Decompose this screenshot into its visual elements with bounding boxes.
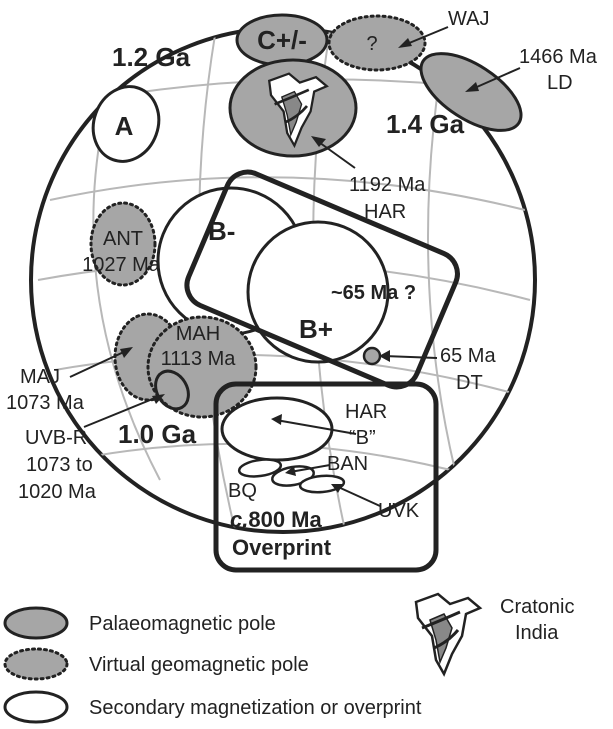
overprint-b-plus bbox=[246, 220, 390, 364]
label-mah: MAH bbox=[176, 323, 220, 345]
arrowhead-ban bbox=[285, 466, 296, 476]
arrow-dt bbox=[383, 355, 438, 359]
arrow-b bbox=[275, 419, 357, 435]
overprint-bq bbox=[237, 458, 283, 478]
label-c-800-ma: c.800 Ma bbox=[230, 507, 323, 532]
arrowhead-waj bbox=[398, 38, 412, 48]
legend-cratonic: Cratonic bbox=[500, 596, 574, 618]
label-uvb-r-age-1: 1073 to bbox=[26, 454, 93, 476]
label-a: A bbox=[115, 111, 134, 141]
arrow-maj bbox=[69, 349, 129, 378]
label-har-overprint: HAR bbox=[345, 401, 387, 423]
label-har-age: 1192 Ma bbox=[349, 174, 426, 196]
legend-india: India bbox=[515, 622, 559, 644]
legend: Palaeomagnetic pole Virtual geomagnetic … bbox=[3, 592, 574, 724]
label-ant: ANT bbox=[103, 228, 143, 250]
label-maj: MAJ bbox=[20, 366, 60, 388]
overprint-a bbox=[91, 85, 161, 163]
label-c-plus-minus: C+/- bbox=[257, 25, 307, 55]
label-question-mark: ? bbox=[366, 33, 377, 55]
vgp-waj bbox=[327, 14, 427, 72]
legend-palaeomagnetic-pole: Palaeomagnetic pole bbox=[89, 613, 276, 635]
label-har: HAR bbox=[364, 201, 406, 223]
legend-virtual-geomagnetic-pole: Virtual geomagnetic pole bbox=[89, 654, 309, 676]
label-mah-age: 1113 Ma bbox=[161, 348, 237, 370]
overprint-uvk bbox=[298, 474, 346, 494]
arrow-uvb-r bbox=[83, 395, 161, 428]
label-ant-age: 1027 Ma bbox=[82, 254, 161, 276]
box-65-ma bbox=[184, 169, 460, 390]
legend-swatch-virtual bbox=[3, 647, 69, 681]
label-b-plus: B+ bbox=[299, 314, 333, 344]
arrow-har bbox=[315, 139, 356, 169]
india-map-icon bbox=[267, 72, 329, 149]
label-dt-age: 65 Ma bbox=[440, 345, 496, 367]
label-waj: WAJ bbox=[448, 8, 489, 30]
label-1-2-ga: 1.2 Ga bbox=[112, 42, 191, 72]
vgp-mah bbox=[146, 315, 258, 419]
arrowhead-ld bbox=[465, 82, 479, 92]
label-b-quoted: “B” bbox=[349, 427, 376, 449]
pole-ld bbox=[419, 52, 523, 132]
label-dt: DT bbox=[456, 372, 483, 394]
label-uvb-r-age-2: 1020 Ma bbox=[18, 481, 97, 503]
label-ban: BAN bbox=[327, 453, 368, 475]
arrow-ld bbox=[469, 67, 521, 91]
pole-dt bbox=[362, 346, 382, 366]
label-1-0-ga: 1.0 Ga bbox=[118, 419, 197, 449]
label-1-4-ga: 1.4 Ga bbox=[386, 109, 465, 139]
arrowhead-uvb-r bbox=[152, 394, 165, 404]
label-bq: BQ bbox=[228, 480, 257, 502]
label-maj-age: 1073 Ma bbox=[6, 392, 85, 414]
label-ld-age: 1466 Ma bbox=[519, 46, 598, 68]
arrowhead-uvk bbox=[331, 484, 343, 493]
legend-secondary-magnetization: Secondary magnetization or overprint bbox=[89, 697, 422, 719]
label-uvk: UVK bbox=[378, 500, 420, 522]
overprint-har-b bbox=[220, 396, 334, 462]
vgp-ant bbox=[89, 201, 157, 287]
label-overprint: Overprint bbox=[232, 535, 332, 560]
arrowhead-b bbox=[271, 414, 282, 425]
label-b-minus: B- bbox=[208, 216, 235, 246]
label-ld: LD bbox=[547, 72, 573, 94]
box-800-ma-overprint bbox=[213, 381, 439, 573]
arrow-ban bbox=[289, 464, 331, 473]
legend-india-icon bbox=[414, 592, 483, 677]
arrowhead-maj bbox=[120, 347, 133, 358]
arrow-uvk bbox=[335, 485, 381, 507]
legend-swatch-secondary bbox=[3, 690, 69, 724]
arrowhead-har bbox=[311, 136, 326, 147]
legend-swatch-palaeomagnetic bbox=[3, 606, 69, 640]
label-65-ma-question: ~65 Ma ? bbox=[331, 282, 416, 304]
arrowhead-dt bbox=[379, 350, 390, 362]
label-uvb-r: UVB-R bbox=[25, 427, 87, 449]
